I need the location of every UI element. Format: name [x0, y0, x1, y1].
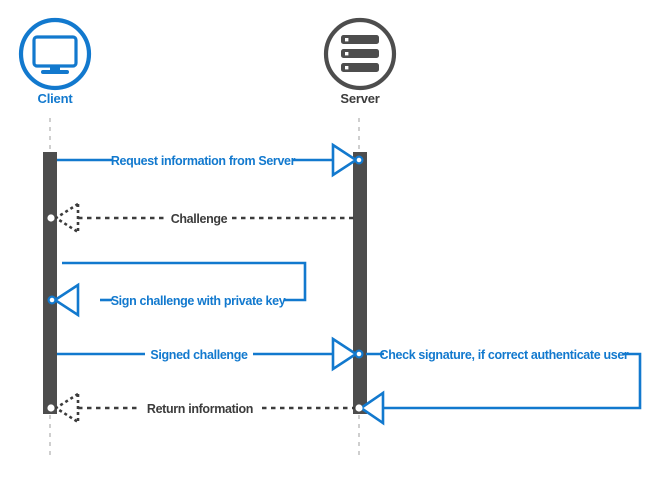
- monitor-icon: [18, 17, 92, 91]
- message-tip-dot: [354, 155, 364, 165]
- message-request-information[interactable]: Request information from Server: [57, 142, 364, 178]
- server-rack-icon: [323, 17, 397, 91]
- message-label: Request information from Server: [111, 154, 296, 168]
- message-signed-challenge[interactable]: Signed challenge: [57, 336, 364, 372]
- message-check-signature-self-loop[interactable]: Check signature, if correct authenticate…: [358, 348, 642, 426]
- message-tip-dot: [354, 349, 364, 359]
- activation-bar-client: [43, 152, 57, 414]
- message-tip-dot: [47, 214, 55, 222]
- arrowhead-left-icon: [53, 202, 79, 234]
- actor-server-label: Server: [340, 91, 379, 106]
- message-label: Check signature, if correct authenticate…: [380, 348, 629, 362]
- arrowhead-right-icon: [331, 336, 359, 372]
- actor-server[interactable]: Server: [323, 17, 397, 106]
- arrowhead-right-icon: [331, 142, 359, 178]
- self-loop-path: [383, 352, 642, 410]
- message-challenge[interactable]: Challenge: [47, 202, 358, 234]
- message-tip-dot: [47, 295, 57, 305]
- message-sign-challenge-self-loop[interactable]: Sign challenge with private key: [47, 261, 307, 318]
- message-label: Challenge: [171, 212, 228, 226]
- self-loop-path: [62, 261, 307, 302]
- actor-client-label: Client: [38, 91, 74, 106]
- message-label: Signed challenge: [150, 348, 248, 362]
- arrowhead-left-icon: [358, 390, 385, 426]
- message-return-information[interactable]: Return information: [47, 392, 363, 424]
- activation-bar-server: [353, 152, 367, 414]
- message-tip-dot: [47, 404, 55, 412]
- message-label: Return information: [147, 402, 253, 416]
- arrowhead-left-icon: [53, 392, 79, 424]
- arrowhead-left-icon: [52, 282, 80, 318]
- message-origin-dot: [355, 404, 363, 412]
- actor-client[interactable]: Client: [18, 17, 92, 106]
- message-label: Sign challenge with private key: [111, 294, 286, 308]
